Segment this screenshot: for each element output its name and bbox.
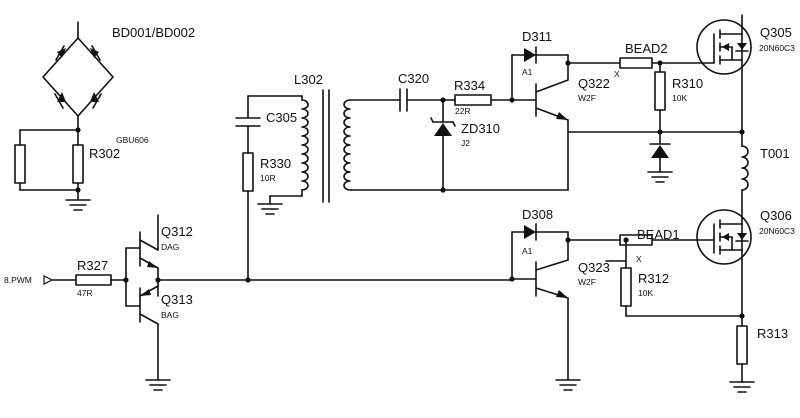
q312-value: DAG [161, 242, 179, 252]
q323-value: W2F [578, 277, 596, 287]
q322-value: W2F [578, 93, 596, 103]
pwm-label: 8.PWM [4, 275, 32, 285]
bead2-value: X [614, 69, 620, 79]
pwm-input [43, 274, 127, 286]
primary-circuit [235, 95, 303, 281]
r310-value: 10K [672, 93, 687, 103]
bead1-label: BEAD1 [637, 227, 680, 242]
bridge-value-label: GBU606 [116, 135, 149, 145]
q305-mosfet [696, 14, 752, 135]
lower-gate-network [605, 234, 743, 317]
r310-label: R310 [672, 76, 703, 91]
upper-gate-network [619, 57, 715, 183]
bead1-value: X [636, 254, 642, 264]
lower-driver [509, 223, 621, 391]
d311-value: A1 [522, 67, 533, 77]
q313-label: Q313 [161, 292, 193, 307]
q306-value: 20N60C3 [759, 226, 795, 236]
zd310-label: ZD310 [461, 121, 500, 136]
bridge-ref-label: BD001/BD002 [112, 25, 195, 40]
r312-value: 10K [638, 288, 653, 298]
q313-value: BAG [161, 310, 179, 320]
bridge-rectifier [42, 21, 114, 131]
r313-resistor [729, 325, 755, 393]
q322-label: Q322 [578, 76, 610, 91]
d311-label: D311 [522, 29, 552, 44]
c305-label: C305 [266, 110, 297, 125]
q312-label: Q312 [161, 224, 193, 239]
d308-value: A1 [522, 246, 533, 256]
q305-label: Q305 [760, 25, 792, 40]
r302-label: R302 [89, 146, 120, 161]
r327-value: 47R [77, 288, 93, 298]
r302-network [14, 127, 91, 211]
q323-label: Q323 [578, 260, 610, 275]
secondary-circuit [349, 88, 569, 193]
upper-driver [511, 46, 743, 191]
r312-label: R312 [638, 271, 669, 286]
zd310-value: J2 [461, 138, 470, 148]
r334-label: R334 [454, 78, 485, 93]
t001-inductor [741, 131, 749, 219]
l302-label: L302 [294, 72, 323, 87]
r327-label: R327 [77, 258, 108, 273]
t001-label: T001 [760, 146, 790, 161]
q305-value: 20N60C3 [759, 43, 795, 53]
r330-label: R330 [260, 156, 291, 171]
q306-label: Q306 [760, 208, 792, 223]
r334-value: 22R [455, 106, 471, 116]
r313-label: R313 [757, 326, 788, 341]
r330-value: 10R [260, 173, 276, 183]
transformer-l302 [301, 89, 351, 203]
q306-mosfet [696, 209, 752, 327]
bead2-label: BEAD2 [625, 41, 668, 56]
d308-label: D308 [522, 207, 553, 222]
c320-label: C320 [398, 71, 429, 86]
totem-pole-driver [123, 214, 537, 391]
